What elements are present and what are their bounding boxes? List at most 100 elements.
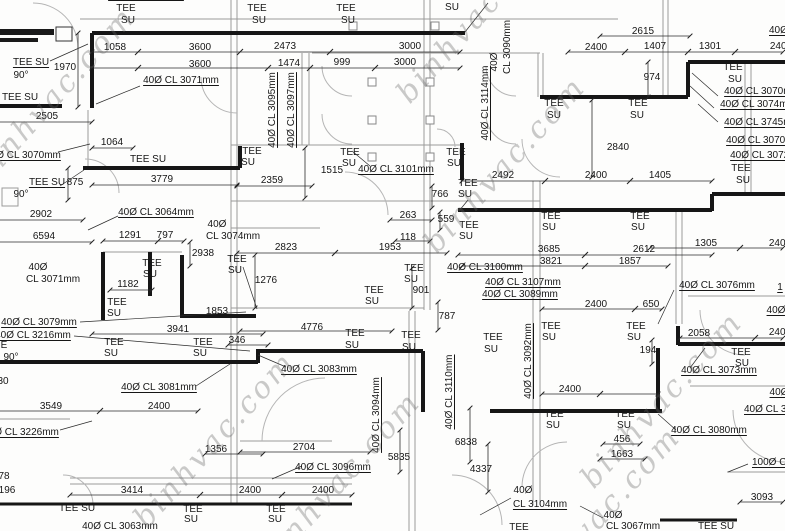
dimension-label: 3821 [539, 256, 563, 267]
duct-size-label: CL 3090mm [502, 19, 513, 75]
tee-su-label: TEE [266, 504, 286, 515]
dimension-label: 6594 [32, 231, 56, 242]
dimension-label: 3600 [188, 42, 212, 53]
tee-su-label: TEE SU [697, 521, 735, 531]
dimension-label: 650 [642, 299, 660, 310]
duct-size-label: 40Ø CL 3089mm [482, 289, 558, 300]
dimension-label: 2400 [147, 401, 171, 412]
dimension-label: 3779 [150, 174, 174, 185]
dimension-label: 2473 [273, 41, 297, 52]
dimension-label: 1407 [643, 41, 667, 52]
dimension-label: 346 [228, 335, 246, 346]
duct-size-label: 40Ø [603, 510, 623, 521]
tee-su-label: SU [252, 15, 266, 26]
tee-su-label: SU [542, 332, 556, 343]
tee-su-label: TEE SU [58, 503, 96, 514]
dimension-label: 118 [400, 232, 416, 243]
dimension-label: 2505 [35, 111, 59, 122]
tee-su-label: SU [342, 158, 356, 169]
dimension-label: 2400 [768, 327, 785, 338]
tee-su-label: SU [631, 222, 645, 233]
dimension-label: 1276 [254, 275, 278, 286]
dimension-label: 2400 [584, 42, 608, 53]
tee-su-label: TEE [731, 347, 751, 358]
tee-su-label: TEE [116, 3, 136, 14]
duct-size-label: 40Ø CL 3063mm [82, 521, 158, 531]
tee-su-label: TEE [227, 254, 247, 265]
tee-su-label: SU [121, 15, 135, 26]
tee-su-label: TEE SU [28, 177, 66, 188]
tee-su-label: SU [193, 348, 207, 359]
tee-su-label: TEE [626, 321, 646, 332]
dimension-label: 1405 [648, 170, 672, 181]
tee-su-label: SU [104, 348, 118, 359]
tee-su-label: TEE [107, 297, 127, 308]
tee-su-label: SU [184, 514, 198, 525]
tee-su-label: TEE [401, 330, 421, 341]
dimension-label: 2938 [191, 248, 215, 259]
dimension-label: 6838 [454, 437, 478, 448]
duct-size-label: 40Ø CL 3092mm [523, 323, 534, 399]
dimension-label: 766 [431, 189, 449, 200]
dimension-label: 2359 [260, 175, 284, 186]
duct-size-label: 40Ø CL 3097mm [286, 72, 297, 148]
tee-su-label: TEE [340, 147, 360, 158]
leader-lines [49, 2, 749, 519]
tee-su-label: TEE [183, 504, 203, 515]
tee-su-label: TEE [446, 147, 466, 158]
dimension-lines [0, 30, 785, 505]
tee-su-label: TEE [509, 522, 529, 531]
duct-size-label: 40Ø CL 3071mm [108, 0, 184, 1]
dimension-label: 2400 [584, 299, 608, 310]
tee-su-label: SU [484, 344, 498, 355]
dimension-label: 1356 [204, 444, 228, 455]
tee-su-label: SU [630, 110, 644, 121]
tee-su-label: TEE [628, 98, 648, 109]
tee-su-label: TEE [615, 409, 635, 420]
dimension-label: 194 [639, 345, 657, 356]
tee-su-label: TEE [345, 328, 365, 339]
tee-su-label: TEE [544, 409, 564, 420]
dimension-label: 1064 [100, 137, 124, 148]
dimension-label: 3549 [39, 401, 63, 412]
duct-lines [0, 31, 785, 522]
dimension-ticks [96, 48, 759, 499]
tee-su-label: SU [617, 420, 631, 431]
tee-su-label: SU [547, 110, 561, 121]
duct-size-label: 40Ø CL 3070mm [0, 150, 61, 161]
duct-size-label: 40Ø CL 3083mm [281, 364, 357, 375]
duct-size-label: 40Ø CL 3073mm [681, 365, 757, 376]
tee-su-label: SU [402, 342, 416, 353]
dimension-label: 2400 [238, 485, 262, 496]
tee-su-label: SU [447, 158, 461, 169]
tee-su-label: TEE [459, 220, 479, 231]
duct-size-label: 40Ø [489, 52, 500, 72]
dimension-label: 2492 [491, 170, 515, 181]
dimension-label: 2615 [631, 26, 655, 37]
tee-su-label: SU [735, 358, 749, 369]
tee-su-label: SU [107, 308, 121, 319]
tee-su-label: TEE SU [129, 154, 167, 165]
dimension-label: 2612 [632, 244, 656, 255]
tee-su-label: SU [627, 332, 641, 343]
dimension-label: 4337 [469, 464, 493, 475]
duct-size-label: 40Ø [769, 387, 785, 398]
tee-su-label: TEE [483, 332, 503, 343]
dimension-label: 1182 [117, 279, 139, 290]
tee-su-label: TEE [723, 62, 743, 73]
tee-su-label: TEE [731, 163, 751, 174]
dimension-label: 2400 [768, 238, 785, 249]
dimension-label: 1953 [378, 242, 402, 253]
dimension-label: 2840 [606, 142, 630, 153]
dimension-label: 974 [643, 72, 661, 83]
dimension-label: 3093 [750, 492, 774, 503]
dimension-label: 1515 [320, 165, 344, 176]
duct-size-label: 40Ø CL 3072mm [730, 150, 785, 161]
duct-size-label: 40Ø CL 3114mm [480, 65, 491, 141]
dimension-label: 1474 [277, 58, 301, 69]
tee-su-label: TEE [104, 337, 124, 348]
duct-size-label: CL 3067mm [605, 521, 661, 531]
